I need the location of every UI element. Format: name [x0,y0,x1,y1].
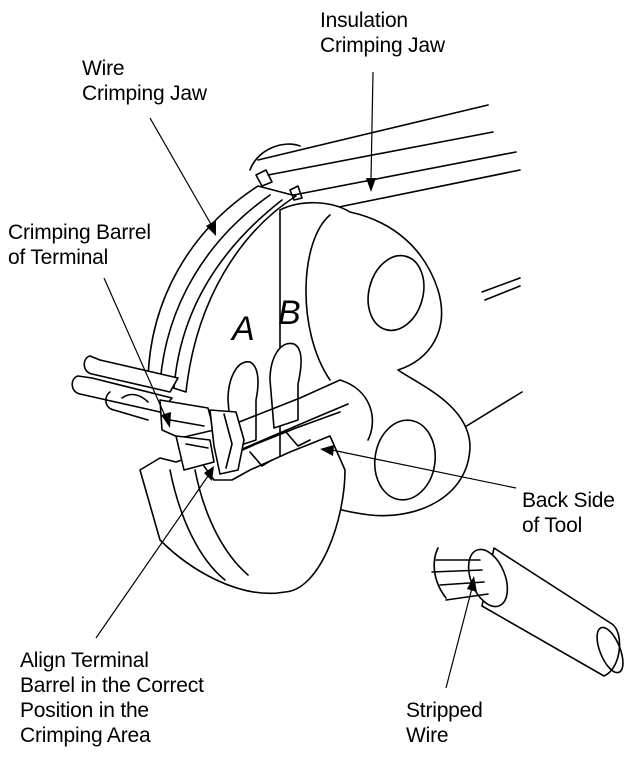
label-back-side: Back Side of Tool [522,489,615,537]
label-wire-jaw: Wire Crimping Jaw [82,57,207,105]
wire-crimping-jaw [147,169,303,393]
label-align-terminal: Align Terminal Barrel in the Correct Pos… [20,649,204,747]
terminal [71,355,245,475]
nest-letter-b: B [278,294,301,332]
stripped-wire [431,547,624,677]
label-stripped-wire: Stripped Wire [406,699,483,747]
leader-lines [95,71,517,689]
nest-letter-a: A [230,310,255,348]
label-insulation-jaw: Insulation Crimping Jaw [320,9,445,57]
crimp-nests [213,342,349,467]
jaw-front-face [139,435,346,594]
label-crimping-barrel: Crimping Barrel of Terminal [8,221,151,269]
